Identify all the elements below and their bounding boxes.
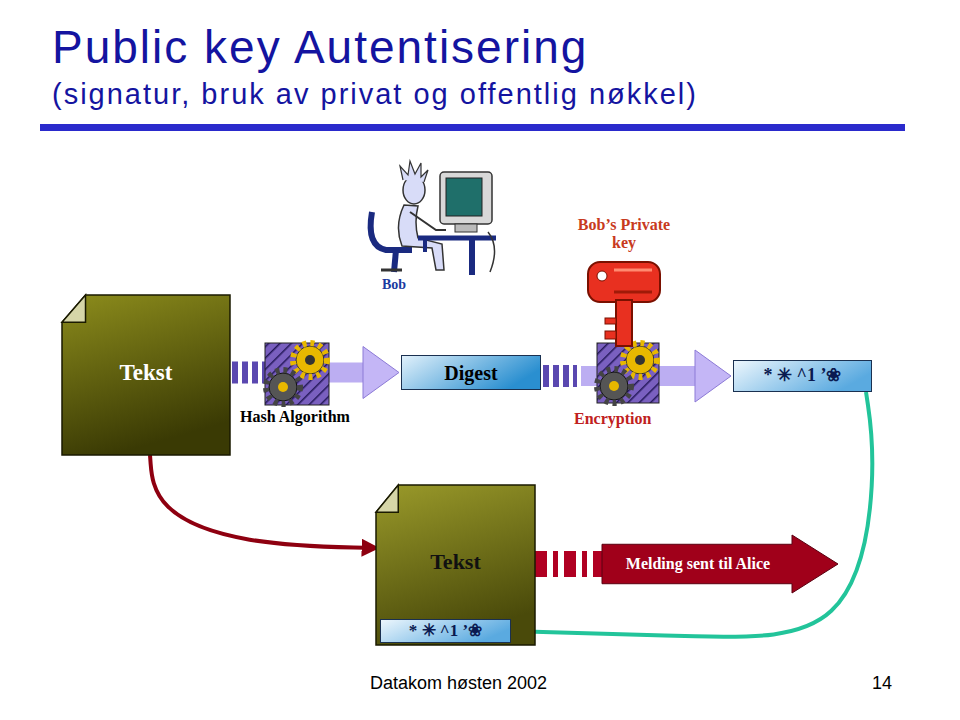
connector [535, 564, 602, 565]
node-text: Tekst [376, 549, 535, 575]
footer-text: Datakom høsten 2002 [370, 673, 547, 694]
person-name: Bob [382, 277, 406, 293]
connector [511, 392, 872, 637]
hash-gear-icon [265, 343, 329, 405]
encryption-gear-icon [597, 343, 659, 403]
step-label: Hash Algorithm [236, 408, 354, 426]
private-key-icon [588, 262, 660, 346]
subtitle: (signatur, bruk av privat og offentlig n… [52, 78, 698, 111]
slide-title: Public key Autentisering [52, 20, 588, 74]
document-shape: Tekst [62, 295, 230, 455]
document-shape: Tekst * ✳ ^1 ’❀ [376, 485, 535, 645]
bob-figure [371, 161, 496, 275]
step-label: Encryption [574, 410, 651, 428]
node-text: Melding sent til Alice [626, 554, 770, 573]
message-arrow: Melding sent til Alice [602, 535, 838, 593]
node-text: * ✳ ^1 ’❀ [764, 365, 842, 387]
signature-box: * ✳ ^1 ’❀ [380, 619, 511, 643]
node-text: * ✳ ^1 ’❀ [409, 621, 482, 641]
page-number: 14 [872, 673, 892, 694]
key-label: Bob’s Private key [565, 216, 683, 253]
digest-box: Digest [401, 355, 541, 390]
title-rule [40, 124, 905, 131]
node-text: Tekst [62, 359, 230, 387]
signature-box: * ✳ ^1 ’❀ [733, 360, 872, 392]
connector [150, 455, 376, 548]
node-text: Digest [444, 361, 497, 385]
